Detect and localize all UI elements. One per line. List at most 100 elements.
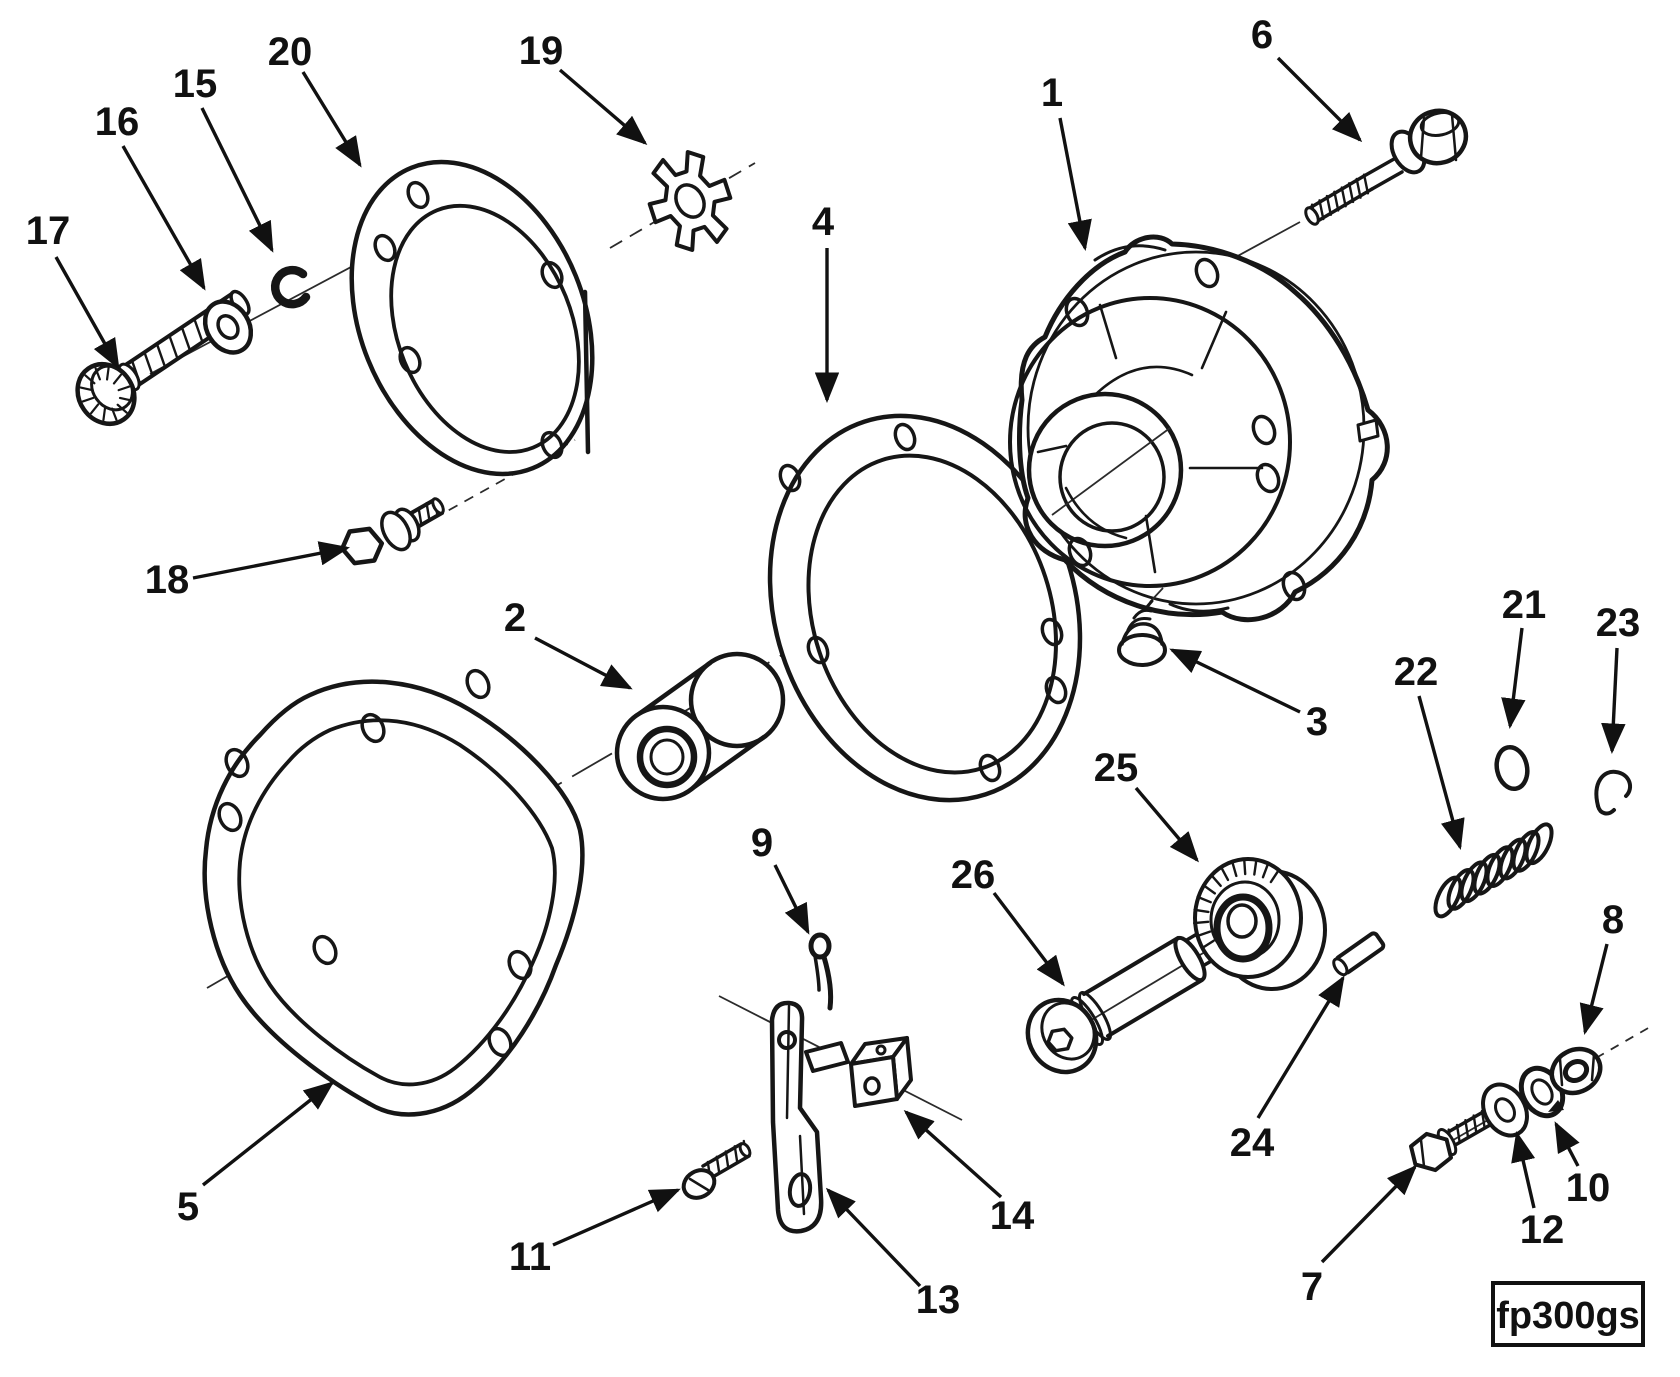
callout-20: 20: [268, 30, 362, 168]
gear-tooth-line: [1253, 858, 1258, 876]
thread-line: [724, 1150, 730, 1169]
callout-arrow: [1501, 627, 1526, 730]
callout-layer: 1234567891011121314151617181920212223242…: [26, 13, 1641, 1322]
callout-7: 7: [1301, 1164, 1418, 1309]
callout-arrow: [773, 864, 810, 935]
callout-number: 26: [951, 853, 996, 897]
gear-tooth-line: [1219, 865, 1230, 882]
callout-12: 12: [1511, 1131, 1565, 1252]
spline-line: [116, 403, 128, 414]
callout-arrow: [552, 1188, 681, 1247]
thread-line: [1355, 177, 1362, 199]
callout-number: 21: [1502, 583, 1547, 627]
callout-number: 9: [751, 821, 773, 865]
thread-line: [1362, 173, 1370, 195]
callout-arrow: [1169, 648, 1301, 714]
thread-line: [425, 502, 431, 522]
callout-number: 25: [1094, 746, 1139, 790]
callout-16: 16: [95, 100, 206, 291]
part-18-plug-bolt: [339, 497, 445, 566]
callout-arrow: [534, 636, 633, 690]
thread-line: [168, 334, 179, 361]
callout-arrow: [1276, 56, 1363, 143]
callout-number: 22: [1394, 650, 1439, 694]
part-16-washer: [202, 299, 254, 355]
part-19-star-washer: [647, 149, 733, 253]
part-4-mounting-gasket: [767, 413, 1083, 803]
callout-2: 2: [504, 596, 633, 690]
spline-line: [117, 385, 131, 392]
part-21-retaining-ring: [1494, 744, 1530, 792]
thread-line: [180, 326, 192, 352]
spline-line: [84, 374, 96, 385]
callout-arrow: [121, 145, 206, 291]
gear-tooth-line: [1201, 883, 1217, 895]
callout-number: 20: [268, 30, 313, 74]
callout-17: 17: [26, 209, 120, 370]
callout-number: 17: [26, 209, 71, 253]
callout-24: 24: [1230, 975, 1345, 1165]
callout-26: 26: [951, 853, 1065, 987]
callout-arrow: [1320, 1164, 1418, 1264]
spline-line: [79, 386, 94, 392]
thread-line: [417, 506, 423, 526]
callout-number: 18: [145, 558, 190, 602]
thread-line: [143, 350, 154, 377]
callout-number: 24: [1230, 1121, 1275, 1165]
part-1-pump-housing: [1008, 234, 1390, 623]
gear-tooth-line: [1242, 857, 1247, 876]
callout-arrow: [1579, 943, 1609, 1035]
gear-tooth-line: [1195, 930, 1212, 938]
callout-number: 8: [1602, 898, 1624, 942]
gear-tooth-line: [1196, 895, 1212, 904]
part-3-plug: [1117, 587, 1167, 667]
callout-arrow: [1601, 647, 1626, 755]
callout-number: 5: [177, 1185, 199, 1229]
callout-arrow: [192, 541, 351, 580]
callout-arrow: [1134, 786, 1199, 863]
callout-number: 23: [1596, 601, 1641, 645]
callout-number: 11: [509, 1235, 551, 1279]
callout-15: 15: [173, 62, 274, 253]
thread-line: [155, 342, 167, 369]
spline-line: [105, 366, 110, 381]
figure-code: fp300gs: [1496, 1295, 1640, 1337]
callout-number: 6: [1251, 13, 1273, 57]
callout-number: 13: [916, 1278, 961, 1322]
part-5-cover-gasket: [202, 668, 585, 1117]
callout-number: 2: [504, 596, 526, 640]
callout-11: 11: [509, 1188, 681, 1279]
callout-arrow: [825, 1187, 922, 1288]
part-17-spline-bolt: [75, 289, 251, 426]
figure-code-frame: [1491, 1281, 1645, 1347]
callout-arrow: [301, 71, 362, 168]
spline-line: [90, 403, 100, 415]
callout-number: 3: [1306, 700, 1328, 744]
callout-arrow: [992, 891, 1065, 987]
thread-line: [193, 317, 204, 344]
part-25-gear: [1192, 857, 1327, 991]
callout-8: 8: [1579, 898, 1624, 1035]
callout-arrow: [903, 1109, 1003, 1199]
callout-number: 1: [1041, 71, 1063, 115]
part-15-retaining-washer: [270, 265, 311, 309]
thread-line: [1472, 1114, 1478, 1134]
callout-arrow: [201, 1081, 335, 1187]
part-14-block: [804, 1036, 913, 1108]
callout-number: 12: [1520, 1208, 1565, 1252]
part-8-nut: [1549, 1046, 1603, 1096]
spline-line: [112, 373, 122, 385]
part-6-hex-bolt-long: [1304, 108, 1469, 226]
part-9-cotter-pin: [808, 932, 834, 1011]
part-2-bushing: [614, 651, 786, 802]
thread-line: [1464, 1118, 1470, 1139]
callout-number: 4: [812, 200, 835, 244]
callout-13: 13: [825, 1187, 961, 1322]
part-23-retaining-clip: [1594, 769, 1633, 816]
callout-arrow: [1554, 1121, 1580, 1167]
callout-arrow: [1417, 695, 1465, 850]
thread-line: [1318, 199, 1325, 221]
spline-line: [118, 396, 133, 402]
gear-tooth-line: [1269, 868, 1281, 884]
